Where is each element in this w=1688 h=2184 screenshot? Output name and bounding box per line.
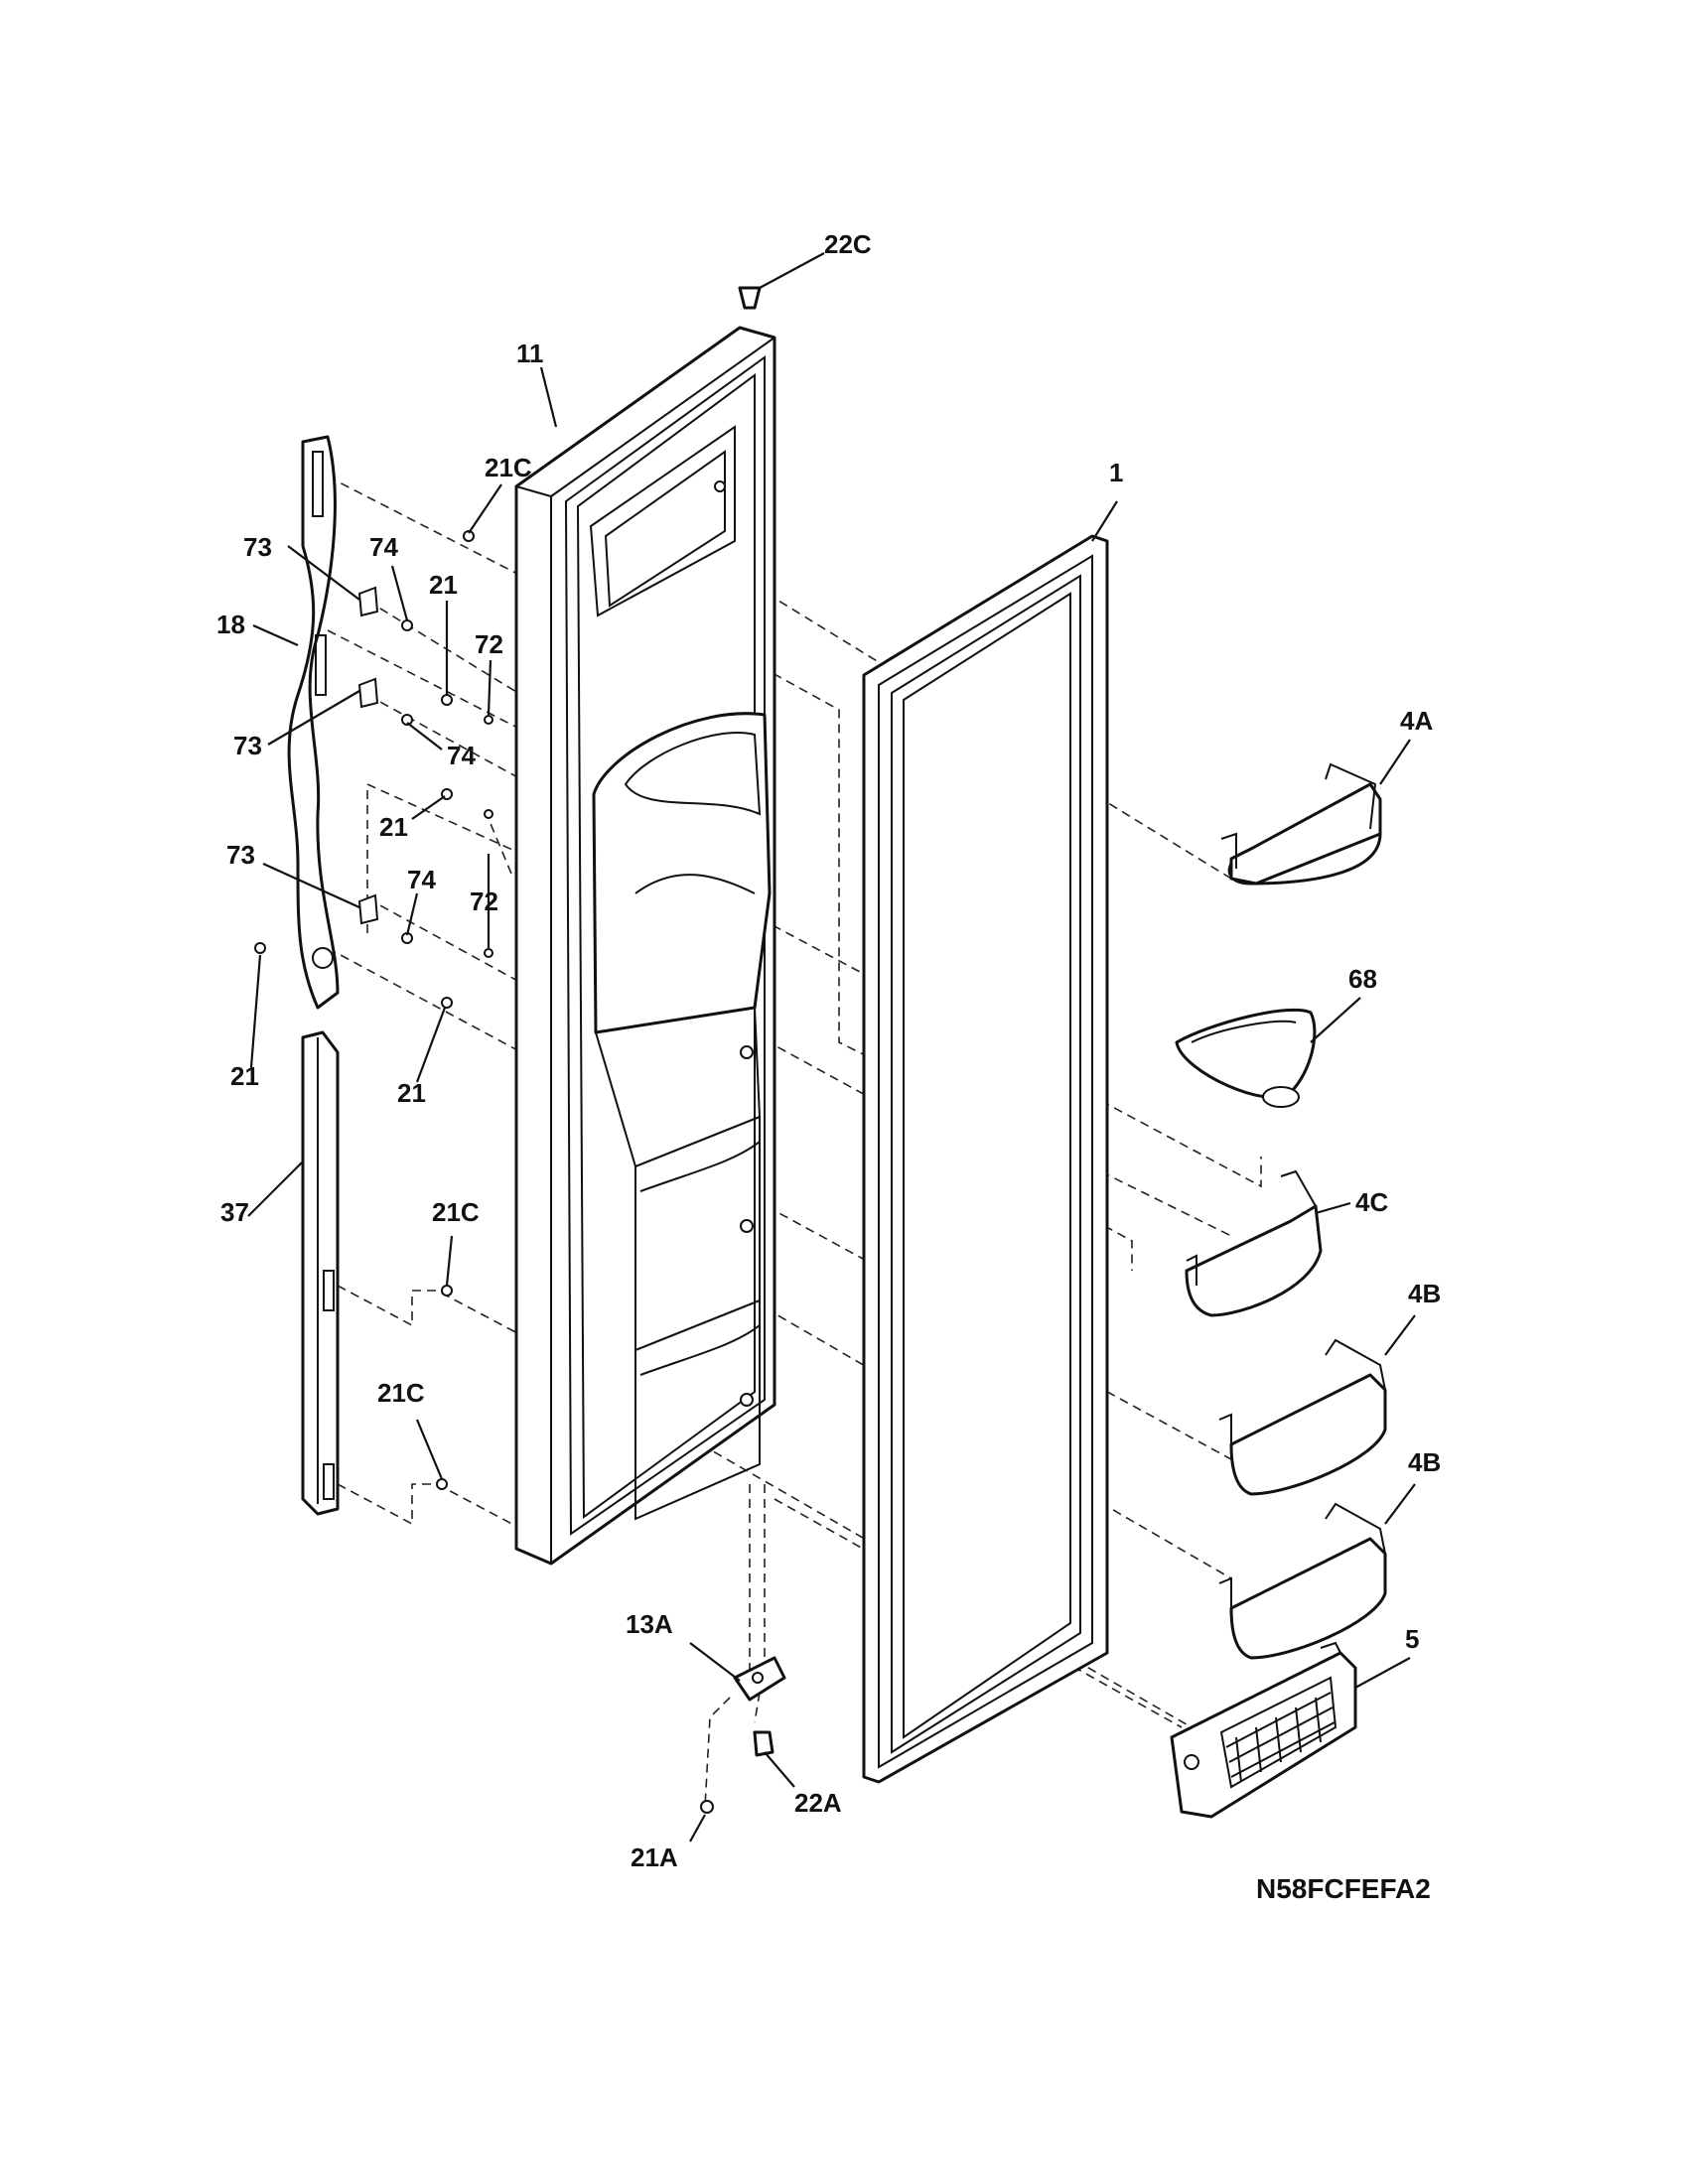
door-gasket xyxy=(862,534,1109,1784)
callout-4c: 4C xyxy=(1355,1187,1388,1217)
callout-74-upper: 74 xyxy=(369,532,398,562)
callout-21-upper: 21 xyxy=(429,570,458,600)
callout-37: 37 xyxy=(220,1197,249,1227)
callout-5: 5 xyxy=(1405,1624,1419,1654)
callout-18: 18 xyxy=(216,610,245,639)
callout-73-middle: 73 xyxy=(233,731,262,760)
callout-21c-lower: 21C xyxy=(377,1378,425,1408)
callout-73-lower: 73 xyxy=(226,840,255,870)
assembly-guide-lines xyxy=(327,476,1262,1808)
callout-68: 68 xyxy=(1348,964,1377,994)
callout-1: 1 xyxy=(1109,458,1123,487)
callout-13a: 13A xyxy=(626,1609,673,1639)
callout-21-middle: 21 xyxy=(379,812,408,842)
lower-handle-trim xyxy=(301,1030,340,1516)
door-bin-4a xyxy=(1220,762,1382,886)
door-bin-4c xyxy=(1185,1169,1323,1317)
callout-74-middle: 74 xyxy=(447,741,476,770)
callout-21c-top: 21C xyxy=(485,453,532,482)
callout-72-lower: 72 xyxy=(470,887,498,916)
callout-73-upper: 73 xyxy=(243,532,272,562)
callout-21-left: 21 xyxy=(230,1061,259,1091)
door-bin-4b-upper xyxy=(1218,1338,1387,1496)
callout-74-lower: 74 xyxy=(407,865,436,894)
fasteners xyxy=(254,286,786,1814)
callout-21c-middle: 21C xyxy=(432,1197,480,1227)
callout-11: 11 xyxy=(516,339,544,368)
door-bin-4b-lower xyxy=(1218,1502,1387,1660)
diagram-code: N58FCFEFA2 xyxy=(1256,1873,1431,1904)
callout-leader-lines xyxy=(247,252,1416,1843)
ice-cup-68 xyxy=(1175,1008,1317,1108)
callout-22a: 22A xyxy=(794,1788,842,1818)
door-assembly xyxy=(514,326,776,1566)
callout-72-upper: 72 xyxy=(475,629,503,659)
callout-4a: 4A xyxy=(1400,706,1433,736)
callout-4b-lower: 4B xyxy=(1408,1447,1441,1477)
callout-21a: 21A xyxy=(631,1843,678,1872)
callout-22c: 22C xyxy=(824,229,872,259)
door-basket-5 xyxy=(1170,1641,1357,1819)
upper-handle-trim xyxy=(287,435,340,1010)
callout-21-lower: 21 xyxy=(397,1078,426,1108)
callout-labels: 22C 11 21C 1 73 74 21 72 18 73 74 21 4A … xyxy=(216,229,1441,1872)
callout-4b-upper: 4B xyxy=(1408,1279,1441,1308)
